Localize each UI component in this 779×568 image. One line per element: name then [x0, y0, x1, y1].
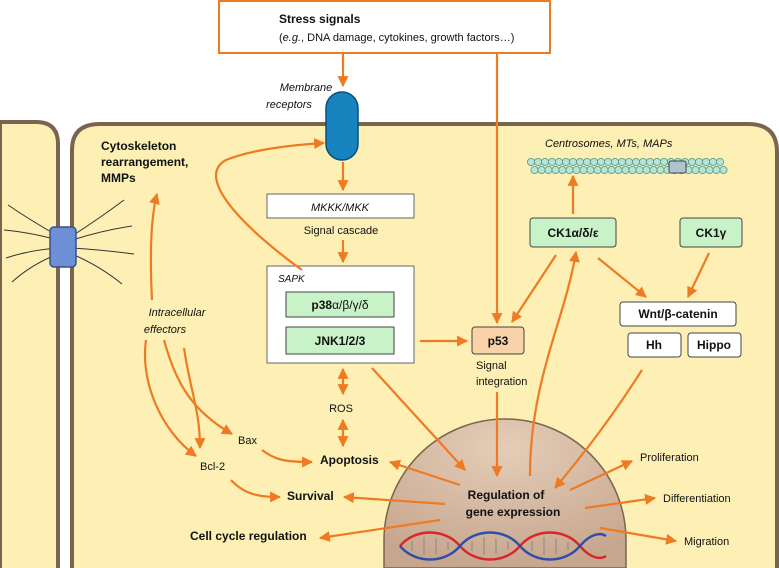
- ck1a-box: [529, 217, 617, 248]
- arrow-gene-survival: [342, 492, 446, 506]
- effectors-line1: Intracellular: [149, 307, 207, 319]
- ros-label: ROS: [329, 403, 353, 415]
- wnt-label: Wnt/β-catenin: [638, 307, 717, 321]
- stress-signals-box: [218, 0, 551, 54]
- gene-regulation-line2: gene expression: [466, 505, 561, 519]
- arrow-ck1a-wnt: [597, 257, 647, 298]
- arrow-gene-proliferation: [569, 460, 633, 491]
- jnk-box: [285, 326, 395, 355]
- proliferation-label: Proliferation: [640, 452, 699, 464]
- arrow-effectors-bax: [162, 339, 233, 435]
- hippo-box: [687, 332, 742, 358]
- arrow-gene-migration: [599, 526, 678, 545]
- cell-junction: [49, 226, 77, 268]
- cytoskeleton-line3: MMPs: [101, 171, 136, 185]
- arrow-sapk-gene: [371, 367, 466, 471]
- survival-label: Survival: [287, 489, 334, 503]
- ck1g-box: [679, 217, 743, 248]
- cytoskeleton-line1: Cytoskeleton: [101, 139, 176, 153]
- migration-label: Migration: [684, 536, 729, 548]
- mkkk-label: MKKK/MKK: [311, 202, 370, 214]
- pathway-arrows: [143, 54, 710, 545]
- sapk-label: SAPK: [278, 274, 306, 285]
- p38-label: p38α/β/γ/δ: [311, 298, 369, 312]
- arrow-gene-ck1a: [528, 250, 580, 477]
- hh-box: [627, 332, 682, 358]
- arrow-effectors-cytoskeleton: [149, 192, 160, 301]
- stress-detail: (e.g., DNA damage, cytokines, growth fac…: [279, 32, 514, 44]
- arrow-wnt-gene: [554, 369, 643, 489]
- ck1a-label: CK1α/δ/ε: [547, 226, 598, 240]
- p38-box: [285, 291, 395, 318]
- microtubule-strand: [527, 157, 728, 174]
- arrow-bax-apoptosis: [261, 449, 314, 468]
- arrow-ck1a-p53: [511, 254, 557, 323]
- arrow-effectors-cytoskeleton-receptor: [215, 138, 326, 271]
- gene-regulation-line1: Regulation of: [468, 488, 546, 502]
- signal-integration-line2: integration: [476, 376, 527, 388]
- arrow-effectors-down: [182, 347, 206, 450]
- arrow-gene-differentiation: [584, 493, 657, 510]
- bax-label: Bax: [238, 435, 257, 447]
- arrow-gene-apoptosis: [388, 459, 461, 487]
- arrow-gene-cellcycle: [318, 518, 441, 542]
- p53-box: [471, 326, 525, 355]
- differentiation-label: Differentiation: [663, 493, 731, 505]
- arrow-effectors-bcl2: [143, 339, 197, 457]
- effectors-line2: effectors: [144, 324, 187, 336]
- p53-label: p53: [488, 334, 509, 348]
- signal-cascade-label: Signal cascade: [304, 225, 379, 237]
- arrow-bcl2-survival: [230, 479, 282, 503]
- centrosomes-label: Centrosomes, MTs, MAPs: [545, 138, 673, 150]
- cytoskeleton-line2: rearrangement,: [101, 155, 188, 169]
- arrow-ck1g-wnt: [687, 252, 710, 298]
- membrane-receptor: [325, 91, 359, 161]
- membrane-receptors-line2: receptors: [266, 99, 312, 111]
- signal-integration-line1: Signal: [476, 360, 507, 372]
- hh-label: Hh: [646, 338, 662, 352]
- ck1g-label: CK1γ: [696, 226, 727, 240]
- neighbor-cell: [0, 120, 60, 568]
- bcl2-label: Bcl-2: [200, 461, 225, 473]
- jnk-label: JNK1/2/3: [315, 334, 366, 348]
- stress-title: Stress signals: [279, 12, 361, 26]
- cell-cycle-label: Cell cycle regulation: [190, 529, 307, 543]
- dna-helix: [399, 531, 607, 561]
- nucleus: [383, 418, 627, 568]
- apoptosis-label: Apoptosis: [320, 453, 379, 467]
- wnt-box: [619, 301, 737, 327]
- membrane-receptors-line1: Membrane: [280, 82, 333, 94]
- hippo-label: Hippo: [697, 338, 731, 352]
- mkkk-box: [266, 193, 415, 219]
